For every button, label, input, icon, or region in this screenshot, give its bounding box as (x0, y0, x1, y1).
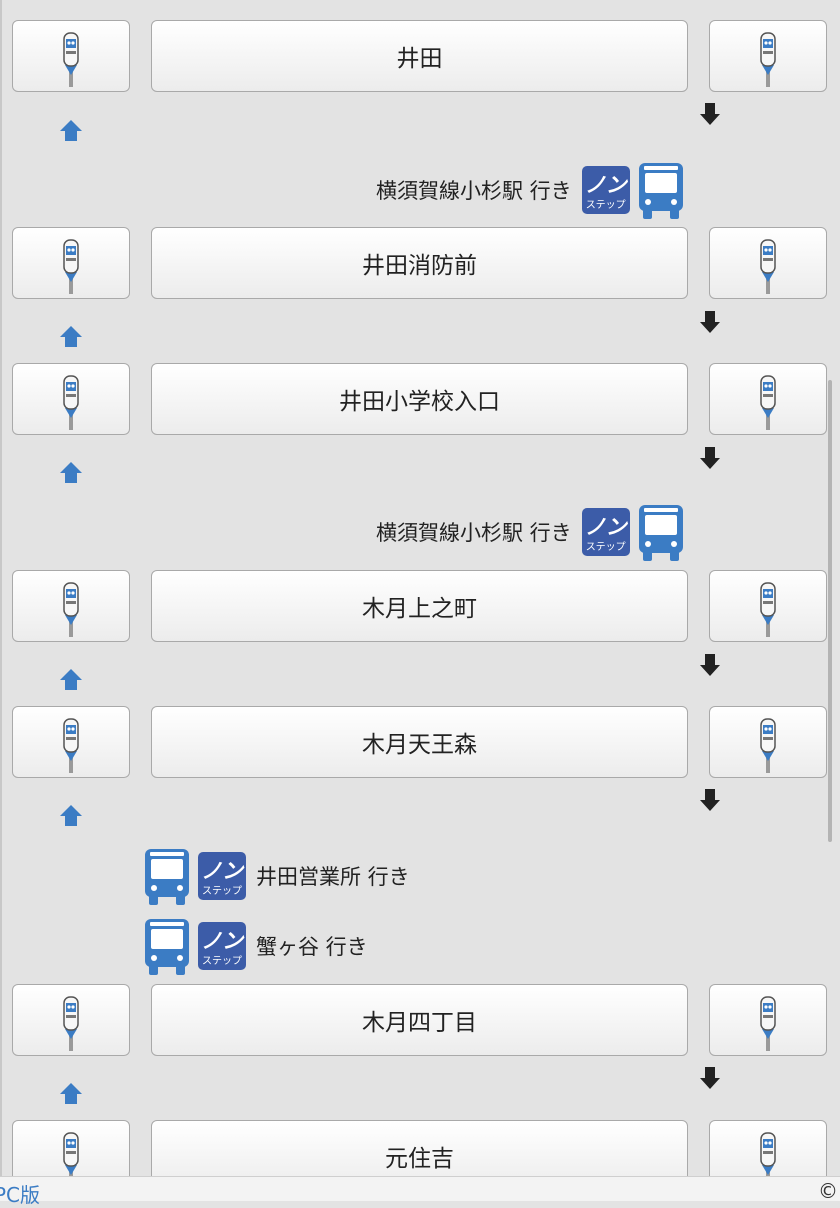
stop-name: 井田 (396, 46, 443, 72)
stop-row: 木月四丁目 (0, 984, 840, 1058)
bus-stop-pole-icon (60, 31, 82, 87)
stop-name: 元住吉 (385, 1146, 454, 1172)
stop-info-button-left[interactable] (12, 20, 130, 92)
nonstep-badge-top: ノン (201, 859, 243, 883)
arrow-down-icon (697, 309, 723, 335)
nonstep-badge-bottom: ステップ (202, 886, 242, 897)
destination-line[interactable]: 横須賀線小杉駅 行き ノンステップ (372, 504, 686, 560)
copyright: © (818, 1179, 838, 1203)
bus-icon (142, 846, 192, 906)
destination-text: 横須賀線小杉駅 行き (376, 179, 572, 203)
arrow-up-icon (58, 459, 84, 485)
stop-info-button-left[interactable] (12, 706, 130, 778)
stop-info-button-right[interactable] (709, 363, 827, 435)
stop-name: 木月天王森 (362, 732, 477, 758)
stop-info-button-left[interactable] (12, 570, 130, 642)
bus-stop-pole-icon (757, 995, 779, 1051)
stop-name: 木月上之町 (362, 596, 477, 622)
bus-stop-pole-icon (757, 238, 779, 294)
nonstep-badge-top: ノン (584, 515, 627, 539)
stop-info-button-right[interactable] (709, 570, 827, 642)
stop-info-button-right[interactable] (709, 984, 827, 1056)
stop-info-button-right[interactable] (709, 20, 827, 92)
stop-info-button-left[interactable] (12, 227, 130, 299)
stop-name: 木月四丁目 (362, 1010, 477, 1036)
bus-stop-pole-icon (60, 717, 82, 773)
destination-text: 井田営業所 行き (256, 865, 410, 889)
arrow-up-icon (58, 1080, 84, 1106)
arrow-down-icon (697, 652, 723, 678)
destination-line[interactable]: 横須賀線小杉駅 行き ノンステップ (372, 162, 686, 218)
bus-stop-pole-icon (757, 31, 779, 87)
nonstep-badge-top: ノン (201, 929, 243, 953)
nonstep-badge-bottom: ステップ (585, 200, 626, 211)
nonstep-badge-bottom: ステップ (202, 956, 242, 967)
destination-line[interactable]: ノンステップ 蟹ヶ谷 行き (142, 918, 372, 974)
arrow-down-icon (697, 1065, 723, 1091)
left-frame-border (0, 0, 2, 1176)
arrow-down-icon (697, 101, 723, 127)
nonstep-badge-icon: ノンステップ (581, 166, 630, 214)
arrow-up-icon (58, 802, 84, 828)
nonstep-badge-icon: ノンステップ (198, 852, 246, 900)
stop-row: 井田 (0, 20, 840, 94)
scrollbar[interactable] (828, 380, 832, 842)
footer: PC版 © (0, 1176, 840, 1207)
nonstep-badge-bottom: ステップ (585, 542, 626, 553)
stop-row: 井田小学校入口 (0, 363, 840, 437)
bus-icon (636, 160, 686, 220)
stop-info-button-right[interactable] (709, 706, 827, 778)
destination-text: 横須賀線小杉駅 行き (376, 521, 572, 545)
nonstep-badge-icon: ノンステップ (198, 922, 246, 970)
arrow-up-icon (58, 117, 84, 143)
bus-stop-pole-icon (757, 717, 779, 773)
stop-info-button-right[interactable] (709, 227, 827, 299)
destination-line[interactable]: ノンステップ 井田営業所 行き (142, 848, 414, 904)
nonstep-badge-top: ノン (584, 173, 627, 197)
arrow-up-icon (58, 666, 84, 692)
destination-text: 蟹ヶ谷 行き (256, 935, 368, 959)
bus-stop-pole-icon (60, 995, 82, 1051)
bus-icon (142, 916, 192, 976)
stop-info-button-left[interactable] (12, 363, 130, 435)
stop-name-button[interactable]: 木月四丁目 (151, 984, 688, 1056)
arrow-up-icon (58, 323, 84, 349)
bus-stop-pole-icon (60, 238, 82, 294)
stop-name-button[interactable]: 木月上之町 (151, 570, 688, 642)
stop-row: 井田消防前 (0, 227, 840, 301)
stop-info-button-left[interactable] (12, 984, 130, 1056)
arrow-down-icon (697, 787, 723, 813)
stop-name-button[interactable]: 井田小学校入口 (151, 363, 688, 435)
bus-stop-pole-icon (757, 374, 779, 430)
stop-row: 元住吉 (0, 1120, 840, 1194)
nonstep-badge-icon: ノンステップ (581, 508, 630, 556)
stop-name-button[interactable]: 木月天王森 (151, 706, 688, 778)
stop-row: 木月天王森 (0, 706, 840, 780)
stop-name: 井田小学校入口 (339, 389, 500, 415)
bus-icon (636, 502, 686, 562)
stop-name: 井田消防前 (362, 253, 477, 279)
bus-stop-pole-icon (60, 374, 82, 430)
stop-name-button[interactable]: 井田消防前 (151, 227, 688, 299)
stop-row: 木月上之町 (0, 570, 840, 644)
arrow-down-icon (697, 445, 723, 471)
bus-stop-pole-icon (757, 581, 779, 637)
pc-version-link[interactable]: PC版 (0, 1183, 41, 1207)
bus-stop-pole-icon (60, 581, 82, 637)
stop-name-button[interactable]: 井田 (151, 20, 688, 92)
